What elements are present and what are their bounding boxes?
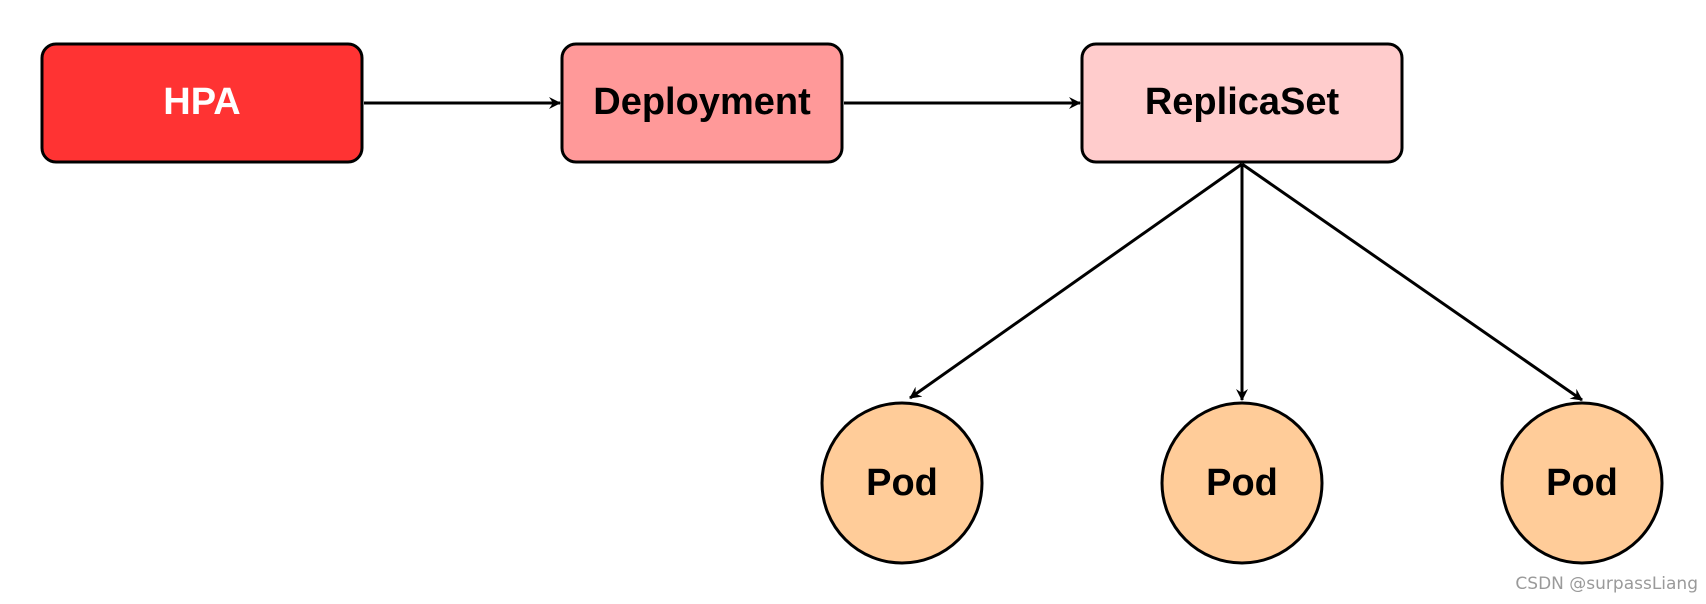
node-deployment-box [560,42,844,164]
node-pod-2-label: Pod [1206,462,1278,504]
node-hpa-box [40,42,364,164]
node-deployment-label: Deployment [593,81,811,123]
node-pod-2: Pod [1160,401,1324,565]
edge-replicaset-to-pod-3 [1241,162,1583,402]
edge-replicaset-to-pod-1 [909,162,1243,400]
edges [364,97,1583,402]
node-pod-1-label: Pod [866,462,938,504]
node-replicaset-box [1080,42,1404,164]
node-pod-3-label: Pod [1546,462,1618,504]
node-pod-3-circle [1500,401,1664,565]
node-pod-3: Pod [1500,401,1664,565]
node-replicaset-label: ReplicaSet [1145,81,1340,123]
node-pod-1-circle [820,401,984,565]
node-hpa-label: HPA [163,81,240,123]
node-deployment: Deployment [560,42,844,164]
node-pod-1: Pod [820,401,984,565]
node-pod-2-circle [1160,401,1324,565]
watermark-text: CSDN @surpassLiang [1515,574,1698,594]
node-hpa: HPA [40,42,364,164]
node-replicaset: ReplicaSet [1080,42,1404,164]
